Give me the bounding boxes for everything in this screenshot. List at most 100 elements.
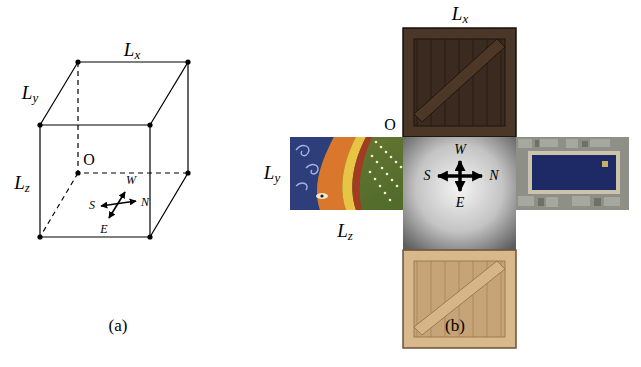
compass-label: N <box>141 196 149 208</box>
light-crate-face-part <box>403 250 516 348</box>
satellite-face-part-part <box>540 139 558 147</box>
dark-crate-face-part <box>403 28 516 137</box>
cube-vertex-dots-part <box>75 59 80 64</box>
satellite-face-part-part <box>518 196 534 206</box>
painting-face-part <box>290 137 403 210</box>
compass-label: N <box>489 169 498 183</box>
painting-face-part-part <box>379 185 382 188</box>
satellite-face-part-part <box>538 198 544 206</box>
painting-face-part-part <box>389 199 392 202</box>
satellite-face-part <box>532 155 616 190</box>
dimension-label: Ly <box>264 163 280 182</box>
panel-label: (a) <box>109 317 128 334</box>
cube-wireframe <box>40 62 188 237</box>
dimension-label: Lx <box>452 4 468 23</box>
painting-face-part-part <box>374 178 377 181</box>
painting-face-part-part <box>296 146 309 156</box>
dark-crate-face <box>403 28 516 137</box>
compass-arrows-bold <box>438 161 482 191</box>
satellite-face-part-part <box>572 196 590 206</box>
satellite-face-part <box>528 151 620 194</box>
painting-face-part-part <box>384 192 387 195</box>
light-crate-face-part-part <box>417 250 418 348</box>
painting-face-part-part <box>385 151 388 154</box>
compass-face-part <box>403 137 516 250</box>
satellite-face-part-part <box>594 198 601 206</box>
painting-face <box>290 137 403 210</box>
cube-vertex-dots-part <box>147 122 152 127</box>
panel-label: (b) <box>445 317 465 334</box>
light-crate-face-part-part <box>473 250 474 348</box>
dark-crate-face-part <box>414 39 505 126</box>
compass-label: W <box>126 174 136 186</box>
dark-crate-face-part <box>403 28 516 137</box>
light-crate-face-part <box>409 256 510 342</box>
cube-vertex-dots-part <box>185 170 190 175</box>
painting-face-part-part <box>381 167 384 170</box>
origin-label: O <box>83 152 95 168</box>
satellite-face-part-part <box>604 197 620 206</box>
satellite-face-part-part <box>590 139 610 147</box>
painting-face-part-part <box>296 183 307 190</box>
compass-arrows-small <box>101 192 136 218</box>
painting-face-part-part <box>390 156 393 159</box>
cube-wireframe-part <box>40 125 150 237</box>
painting-face-part <box>296 146 318 190</box>
satellite-face-part <box>518 139 620 207</box>
satellite-face-part-part <box>535 140 539 147</box>
painting-face-part-part <box>306 165 318 174</box>
cube-wireframe-part <box>40 173 78 237</box>
light-crate-face-part-part <box>487 250 488 348</box>
cube-vertex-dots-part <box>37 234 42 239</box>
dark-crate-face-part-part <box>417 28 418 137</box>
dimension-label: Lz <box>14 173 30 192</box>
compass-label: S <box>89 199 95 211</box>
satellite-face-part-part <box>518 139 532 148</box>
painting-face-part <box>316 193 328 199</box>
compass-label: E <box>100 223 107 235</box>
painting-face-part-part <box>400 166 403 169</box>
compass-label: E <box>456 196 465 210</box>
painting-face-part-part <box>369 171 372 174</box>
painting-face-part-part <box>380 146 383 149</box>
light-crate-face-part <box>414 261 505 337</box>
satellite-face-part-part <box>546 197 558 207</box>
compass-arrows-small-part <box>109 192 125 218</box>
cube-wireframe-part <box>40 62 188 125</box>
satellite-face-part <box>602 161 608 167</box>
light-crate-face-part-part <box>431 250 432 348</box>
dimension-label: Lx <box>124 40 140 59</box>
dark-crate-face-part-part <box>431 28 432 137</box>
painting-face-part-part <box>391 179 394 182</box>
light-crate-face-part <box>414 261 505 335</box>
painting-face-part-part <box>375 141 378 144</box>
cube-vertex-dots-part <box>37 122 42 127</box>
cube-vertex-dots-part <box>147 234 152 239</box>
cube-vertex-dots-part <box>185 59 190 64</box>
compass-label: W <box>454 143 466 157</box>
dark-crate-face-part-part <box>487 28 488 137</box>
satellite-face-part-part <box>582 141 588 147</box>
light-crate-face <box>403 250 516 348</box>
dark-crate-face-part-part <box>473 28 474 137</box>
dark-crate-face-part-part <box>445 28 446 137</box>
satellite-face <box>516 137 629 210</box>
dimension-label: Lz <box>337 221 353 240</box>
origin-label: O <box>384 117 396 133</box>
painting-face-part <box>369 141 403 202</box>
painting-face-part-part <box>386 173 389 176</box>
compass-label: S <box>424 169 431 183</box>
dimension-label: Ly <box>22 83 38 102</box>
cube-wireframe-part <box>150 62 188 237</box>
painting-face-part-part <box>395 161 398 164</box>
dark-crate-face-part <box>409 34 510 131</box>
satellite-face-part <box>516 137 629 210</box>
painting-face-part-part <box>396 185 399 188</box>
painting-face-part <box>320 194 323 197</box>
compass-arrows-bold-part <box>458 161 462 191</box>
dark-crate-face-part <box>414 39 505 122</box>
painting-face-part-part <box>371 155 374 158</box>
painting-face-part-part <box>376 161 379 164</box>
cube-vertex-dots-part <box>75 170 80 175</box>
